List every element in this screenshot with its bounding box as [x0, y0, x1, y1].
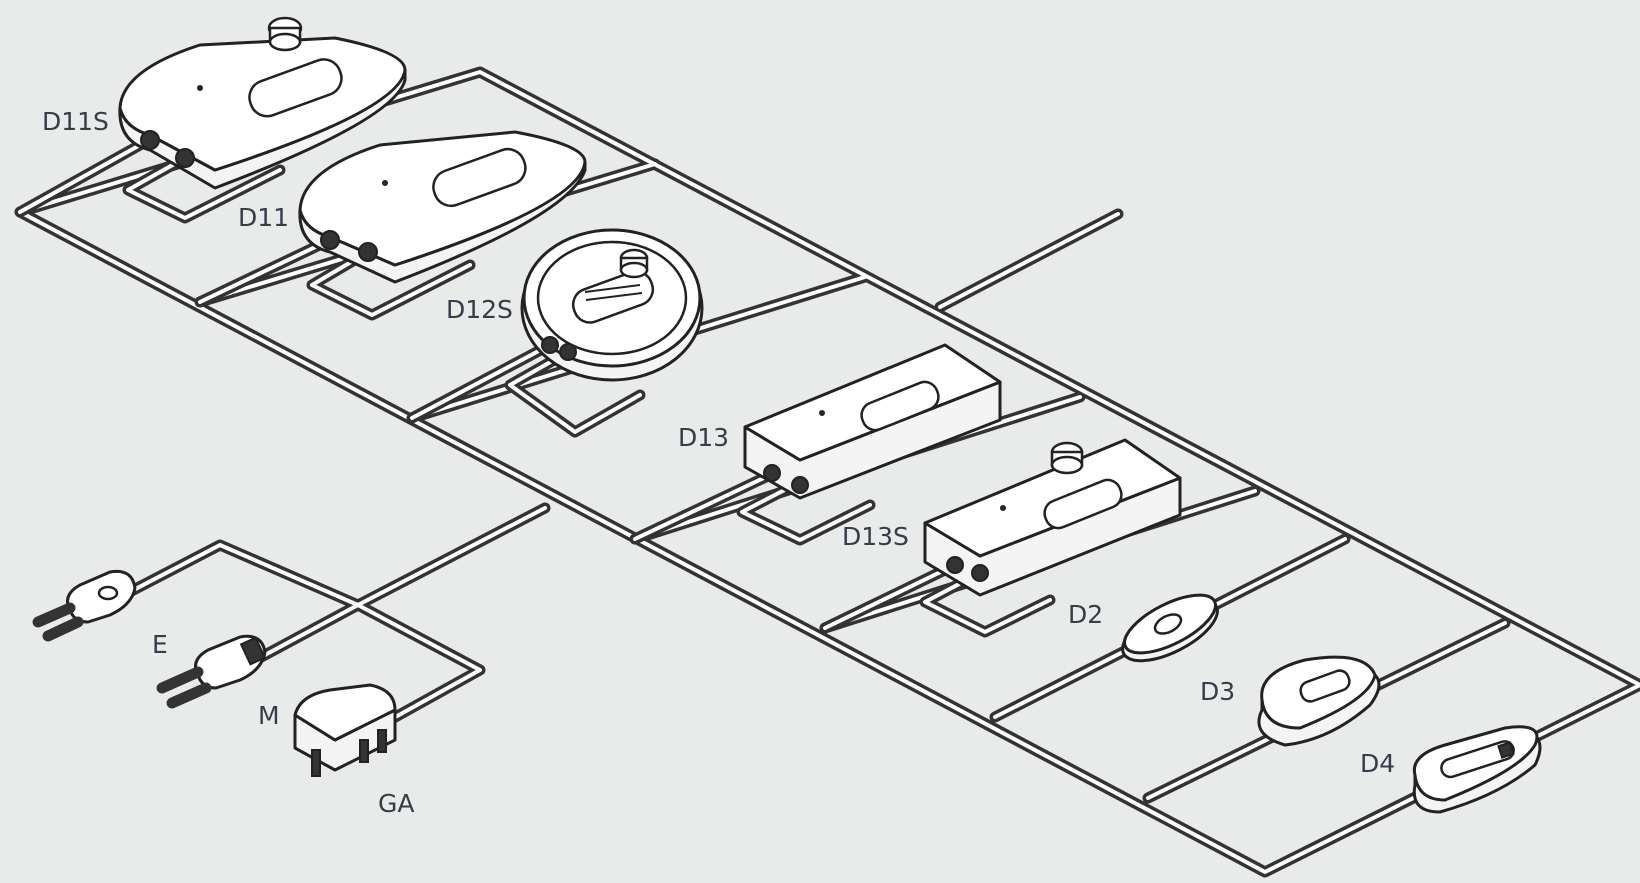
d13s-cable-port-1 — [946, 556, 964, 574]
d11-cable-port-1 — [320, 230, 340, 250]
label-ga: GA — [378, 789, 414, 818]
label-d13: D13 — [678, 423, 729, 452]
label-d4: D4 — [1360, 749, 1395, 778]
plug-pin-2 — [359, 739, 369, 763]
plug-pin-3 — [377, 729, 387, 753]
plug-m-ga — [293, 683, 397, 777]
label-e: E — [152, 630, 168, 659]
label-d2: D2 — [1068, 600, 1103, 629]
switch-d4 — [1412, 725, 1542, 814]
d13-cable-port-2 — [791, 476, 809, 494]
d11-cable-port-2 — [358, 242, 378, 262]
label-d11s: D11S — [42, 107, 109, 136]
d13-cable-port-1 — [763, 464, 781, 482]
plug-pin-1 — [311, 749, 321, 777]
d11s-cable-port-1 — [140, 130, 160, 150]
switch-d13 — [743, 343, 1002, 500]
plug-e — [156, 634, 267, 709]
label-d3: D3 — [1200, 677, 1235, 706]
switch-d11s — [118, 16, 407, 190]
switch-d12s — [520, 228, 704, 382]
switch-d13s — [923, 438, 1182, 597]
d12s-cable-port-1 — [541, 336, 559, 354]
label-d11: D11 — [238, 203, 289, 232]
label-d12s: D12S — [446, 295, 513, 324]
d13s-cable-port-2 — [971, 564, 989, 582]
d12s-cable-port-2 — [559, 343, 577, 361]
label-d13s: D13S — [842, 522, 909, 551]
plug-euro-top — [32, 569, 137, 642]
switch-d3 — [1257, 655, 1381, 747]
d11s-cable-port-2 — [175, 148, 195, 168]
labels: D11S D11 D12S D13 D13S D2 D3 D4 E M GA — [42, 107, 1395, 818]
switch-d11 — [298, 130, 587, 284]
switch-d2 — [1121, 593, 1219, 663]
label-m: M — [258, 701, 280, 730]
